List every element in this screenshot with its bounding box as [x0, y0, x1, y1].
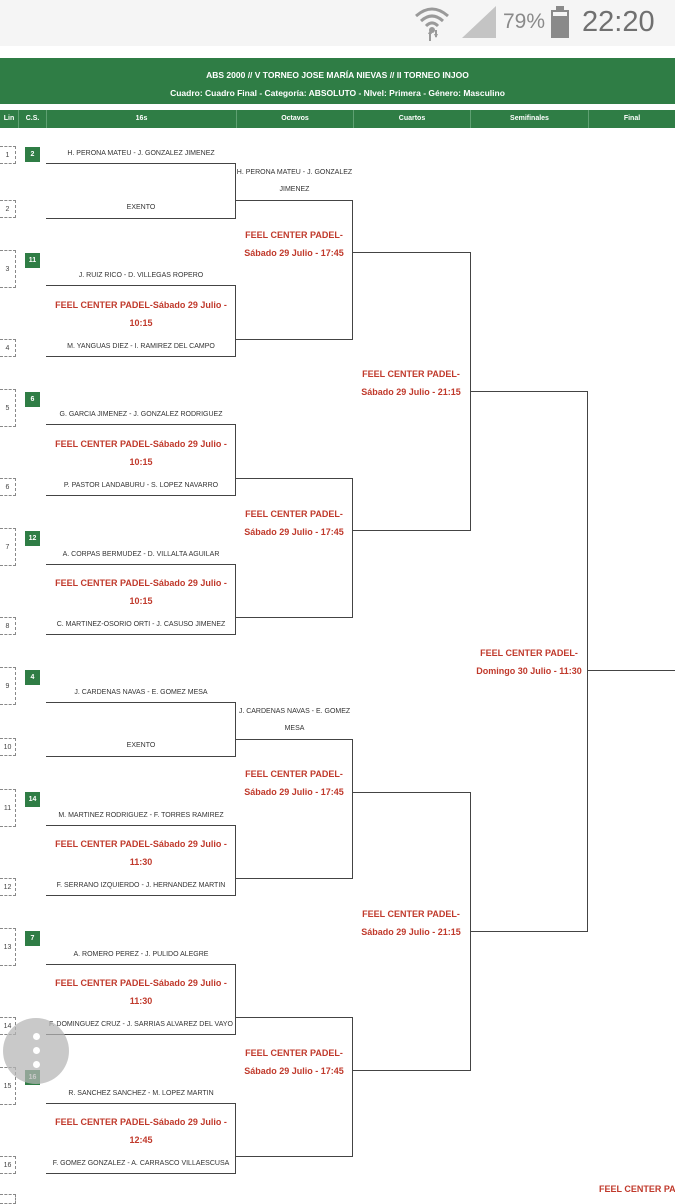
status-clock: 22:20	[582, 6, 655, 38]
player-pair[interactable]: A. CORPAS BERMUDEZ - D. VILLALTA AGUILAR	[62, 551, 220, 558]
menu-dots-icon	[33, 1061, 40, 1068]
match-venue-final[interactable]: FEEL CENTER PADEL	[599, 1184, 675, 1194]
line-number: 7	[0, 528, 16, 566]
seed-badge: 4	[25, 670, 40, 685]
signal-icon	[462, 6, 496, 38]
line-number: 12	[0, 878, 16, 896]
player-pair[interactable]: H. PERONA MATEU - J. GONZALEZ JIMENEZ	[67, 150, 215, 157]
player-pair[interactable]: M. MARTINEZ RODRIGUEZ - F. TORRES RAMIRE…	[58, 812, 224, 819]
line-number: 4	[0, 339, 16, 357]
match-venue-16s[interactable]: FEEL CENTER PADEL-Sábado 29 Julio - 10:1…	[55, 439, 227, 467]
player-pair[interactable]: A. ROMERO PEREZ - J. PULIDO ALEGRE	[73, 951, 209, 958]
battery-percentage: 79%	[503, 10, 546, 33]
tournament-subtitle: Cuadro: Cuadro Final - Categoría: ABSOLU…	[170, 88, 505, 98]
seed-badge: 2	[25, 147, 40, 162]
menu-dots-icon	[33, 1047, 40, 1054]
line-number: 10	[0, 738, 16, 756]
match-venue-16s[interactable]: FEEL CENTER PADEL-Sábado 29 Julio - 11:3…	[55, 839, 227, 867]
match-venue-octavos[interactable]: FEEL CENTER PADEL- Sábado 29 Julio - 17:…	[244, 769, 344, 797]
seed-badge: 6	[25, 392, 40, 407]
column-cuartos: Cuartos	[353, 110, 470, 128]
player-pair[interactable]: G. GARCIA JIMENEZ - J. GONZALEZ RODRIGUE…	[59, 411, 223, 418]
wifi-icon	[415, 7, 449, 41]
match-venue-cuartos[interactable]: FEEL CENTER PADEL- Sábado 29 Julio - 21:…	[361, 909, 461, 937]
match-venue-semifinal[interactable]: FEEL CENTER PADEL- Domingo 30 Julio - 11…	[476, 648, 582, 676]
player-pair[interactable]: J. CARDENAS NAVAS - E. GOMEZ MESA	[74, 689, 208, 696]
match-venue-16s[interactable]: FEEL CENTER PADEL-Sábado 29 Julio - 10:1…	[55, 300, 227, 328]
column-octavos: Octavos	[236, 110, 353, 128]
octavos-player-pair[interactable]: H. PERONA MATEU - J. GONZALEZ JIMENEZ	[236, 169, 353, 193]
match-venue-octavos[interactable]: FEEL CENTER PADEL- Sábado 29 Julio - 17:…	[244, 1048, 344, 1076]
player-pair[interactable]: C. MARTINEZ-OSORIO ORTI - J. CASUSO JIME…	[56, 621, 226, 628]
menu-dots-icon	[33, 1033, 40, 1040]
player-pair[interactable]: F. SERRANO IZQUIERDO - J. HERNANDEZ MART…	[56, 882, 226, 889]
match-venue-octavos[interactable]: FEEL CENTER PADEL- Sábado 29 Julio - 17:…	[244, 230, 344, 258]
line-number: 8	[0, 617, 16, 635]
column-cs: C.S.	[18, 110, 46, 128]
seed-badge: 12	[25, 531, 40, 546]
line-number: 5	[0, 389, 16, 427]
line-number: 11	[0, 789, 16, 827]
line-number: 1	[0, 146, 16, 164]
octavos-player-pair[interactable]: J. CARDENAS NAVAS - E. GOMEZ MESA	[238, 708, 351, 732]
seed-badge: 7	[25, 931, 40, 946]
player-pair[interactable]: M. YANGUAS DIEZ - I. RAMIREZ DEL CAMPO	[67, 343, 215, 350]
line-number: 9	[0, 667, 16, 705]
bracket-column-header: Lin C.S. 16s Octavos Cuartos Semifinales…	[0, 110, 675, 128]
match-venue-octavos[interactable]: FEEL CENTER PADEL- Sábado 29 Julio - 17:…	[244, 509, 344, 537]
column-final: Final	[588, 110, 675, 128]
line-number: 16	[0, 1156, 16, 1174]
player-pair[interactable]: R. SANCHEZ SANCHEZ - M. LOPEZ MARTIN	[68, 1090, 214, 1097]
line-number	[0, 1194, 16, 1204]
player-pair: EXENTO	[126, 742, 156, 749]
player-pair[interactable]: F. GOMEZ GONZALEZ - A. CARRASCO VILLAESC…	[52, 1160, 230, 1167]
floating-menu-button[interactable]	[3, 1018, 69, 1084]
battery-icon	[551, 6, 569, 38]
column-lin: Lin	[3, 115, 15, 122]
tournament-title: ABS 2000 // V TORNEO JOSE MARÍA NIEVAS /…	[206, 70, 469, 80]
player-pair: EXENTO	[126, 204, 156, 211]
line-number: 3	[0, 250, 16, 288]
tournament-header: ABS 2000 // V TORNEO JOSE MARÍA NIEVAS /…	[0, 58, 675, 104]
player-pair[interactable]: P. PASTOR LANDABURU - S. LOPEZ NAVARRO	[63, 482, 219, 489]
match-venue-cuartos[interactable]: FEEL CENTER PADEL- Sábado 29 Julio - 21:…	[361, 369, 461, 397]
status-bar: 79% 22:20	[0, 0, 675, 46]
player-pair[interactable]: F. DOMINGUEZ CRUZ - J. SARRIAS ALVAREZ D…	[49, 1021, 233, 1028]
match-venue-16s[interactable]: FEEL CENTER PADEL-Sábado 29 Julio - 12:4…	[55, 1117, 227, 1145]
seed-badge: 11	[25, 253, 40, 268]
column-semifinales: Semifinales	[470, 110, 588, 128]
column-16s: 16s	[46, 110, 236, 128]
seed-badge: 14	[25, 792, 40, 807]
match-venue-16s[interactable]: FEEL CENTER PADEL-Sábado 29 Julio - 10:1…	[55, 578, 227, 606]
line-number: 13	[0, 928, 16, 966]
line-number: 2	[0, 200, 16, 218]
match-venue-16s[interactable]: FEEL CENTER PADEL-Sábado 29 Julio - 11:3…	[55, 978, 227, 1006]
line-number: 6	[0, 478, 16, 496]
player-pair[interactable]: J. RUIZ RICO - D. VILLEGAS ROPERO	[78, 272, 204, 279]
